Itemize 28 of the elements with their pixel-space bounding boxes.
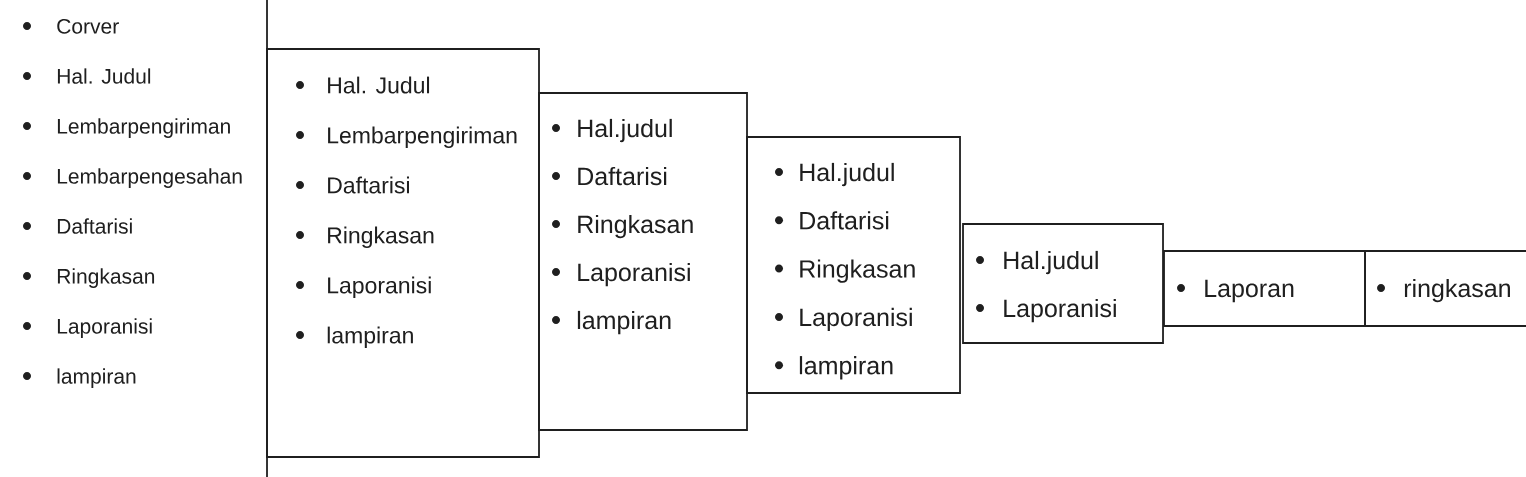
list-item: Laporanisi xyxy=(328,276,431,299)
list-item: Daftarisi xyxy=(57,218,132,234)
list-item: Laporanisi xyxy=(1004,298,1116,323)
list-item: lampiran xyxy=(327,326,413,349)
list-item: Hal. Judul xyxy=(328,76,430,94)
list-item: Daftarisi xyxy=(800,211,889,230)
list-item: lampiran xyxy=(799,356,893,380)
list-item: Ringkasan xyxy=(328,226,434,249)
list-item: Hal. Judul xyxy=(57,68,151,84)
list-item: Lembarpengesahan xyxy=(57,168,242,188)
list-item: Ringkasan xyxy=(57,268,155,288)
list-item: Hal.judul xyxy=(1004,250,1098,275)
list-item: Ringkasan xyxy=(578,214,693,239)
list-item: Lembarpengiriman xyxy=(57,118,230,138)
list-item: Hal.judul xyxy=(800,162,894,187)
list-item: Laporanisi xyxy=(800,307,912,332)
list-item: Daftarisi xyxy=(578,166,667,186)
list-item: Corver xyxy=(57,18,119,34)
list-item: Ringkasan xyxy=(800,259,915,283)
list-item: Lembarpengiriman xyxy=(328,126,517,149)
list-item: Daftarisi xyxy=(328,176,409,194)
list-item: ringkasan xyxy=(1404,278,1510,303)
list-item: Laporanisi xyxy=(57,318,152,338)
list-item: Hal.judul xyxy=(578,118,672,143)
list-item: Laporanisi xyxy=(578,262,690,287)
list-item: lampiran xyxy=(577,310,671,335)
list-item: Laporan xyxy=(1205,279,1294,303)
list-item: lampiran xyxy=(57,368,136,388)
